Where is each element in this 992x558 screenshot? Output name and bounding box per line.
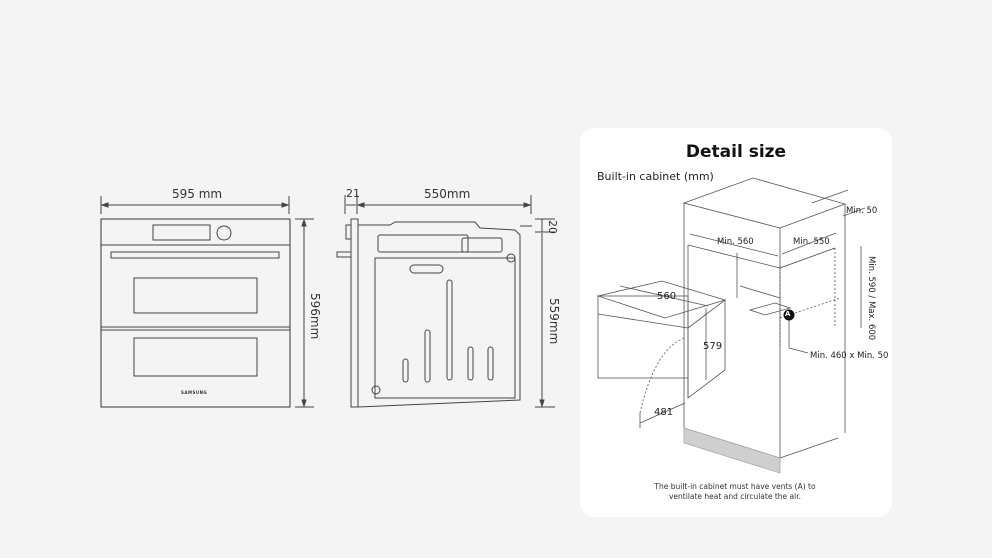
side-depth-label: 550mm [424, 187, 471, 201]
door-depth-label: 21 [346, 187, 360, 200]
card-subtitle: Built-in cabinet (mm) [597, 170, 714, 183]
cab-height-label: Min. 590 / Max. 600 [866, 256, 876, 341]
cab-min-550-label: Min. 550 [793, 237, 830, 247]
cab-min-560-label: Min. 560 [717, 237, 754, 247]
card-title: Detail size [685, 142, 787, 162]
oven-width-label: 560 [657, 291, 677, 302]
brand-label: SAMSUNG [181, 390, 208, 395]
vent-marker: A [785, 310, 791, 318]
side-height-label: 559mm [547, 298, 561, 345]
cab-min-50-label: Min. 50 [846, 206, 878, 216]
vent-size-label: Min. 460 x Min. 50 [810, 351, 889, 361]
front-width-label: 595 mm [172, 187, 223, 201]
vent-note: The built-in cabinet must have vents (A)… [654, 482, 816, 501]
top-gap-label: 20 [546, 220, 559, 234]
detail-size-card: Detail size Built-in cabinet (mm) [580, 128, 892, 517]
front-height-label: 596mm [308, 293, 322, 340]
door-open-label: 481 [654, 407, 674, 418]
oven-height-label: 579 [703, 341, 723, 352]
cabinet-diagram [596, 177, 866, 474]
